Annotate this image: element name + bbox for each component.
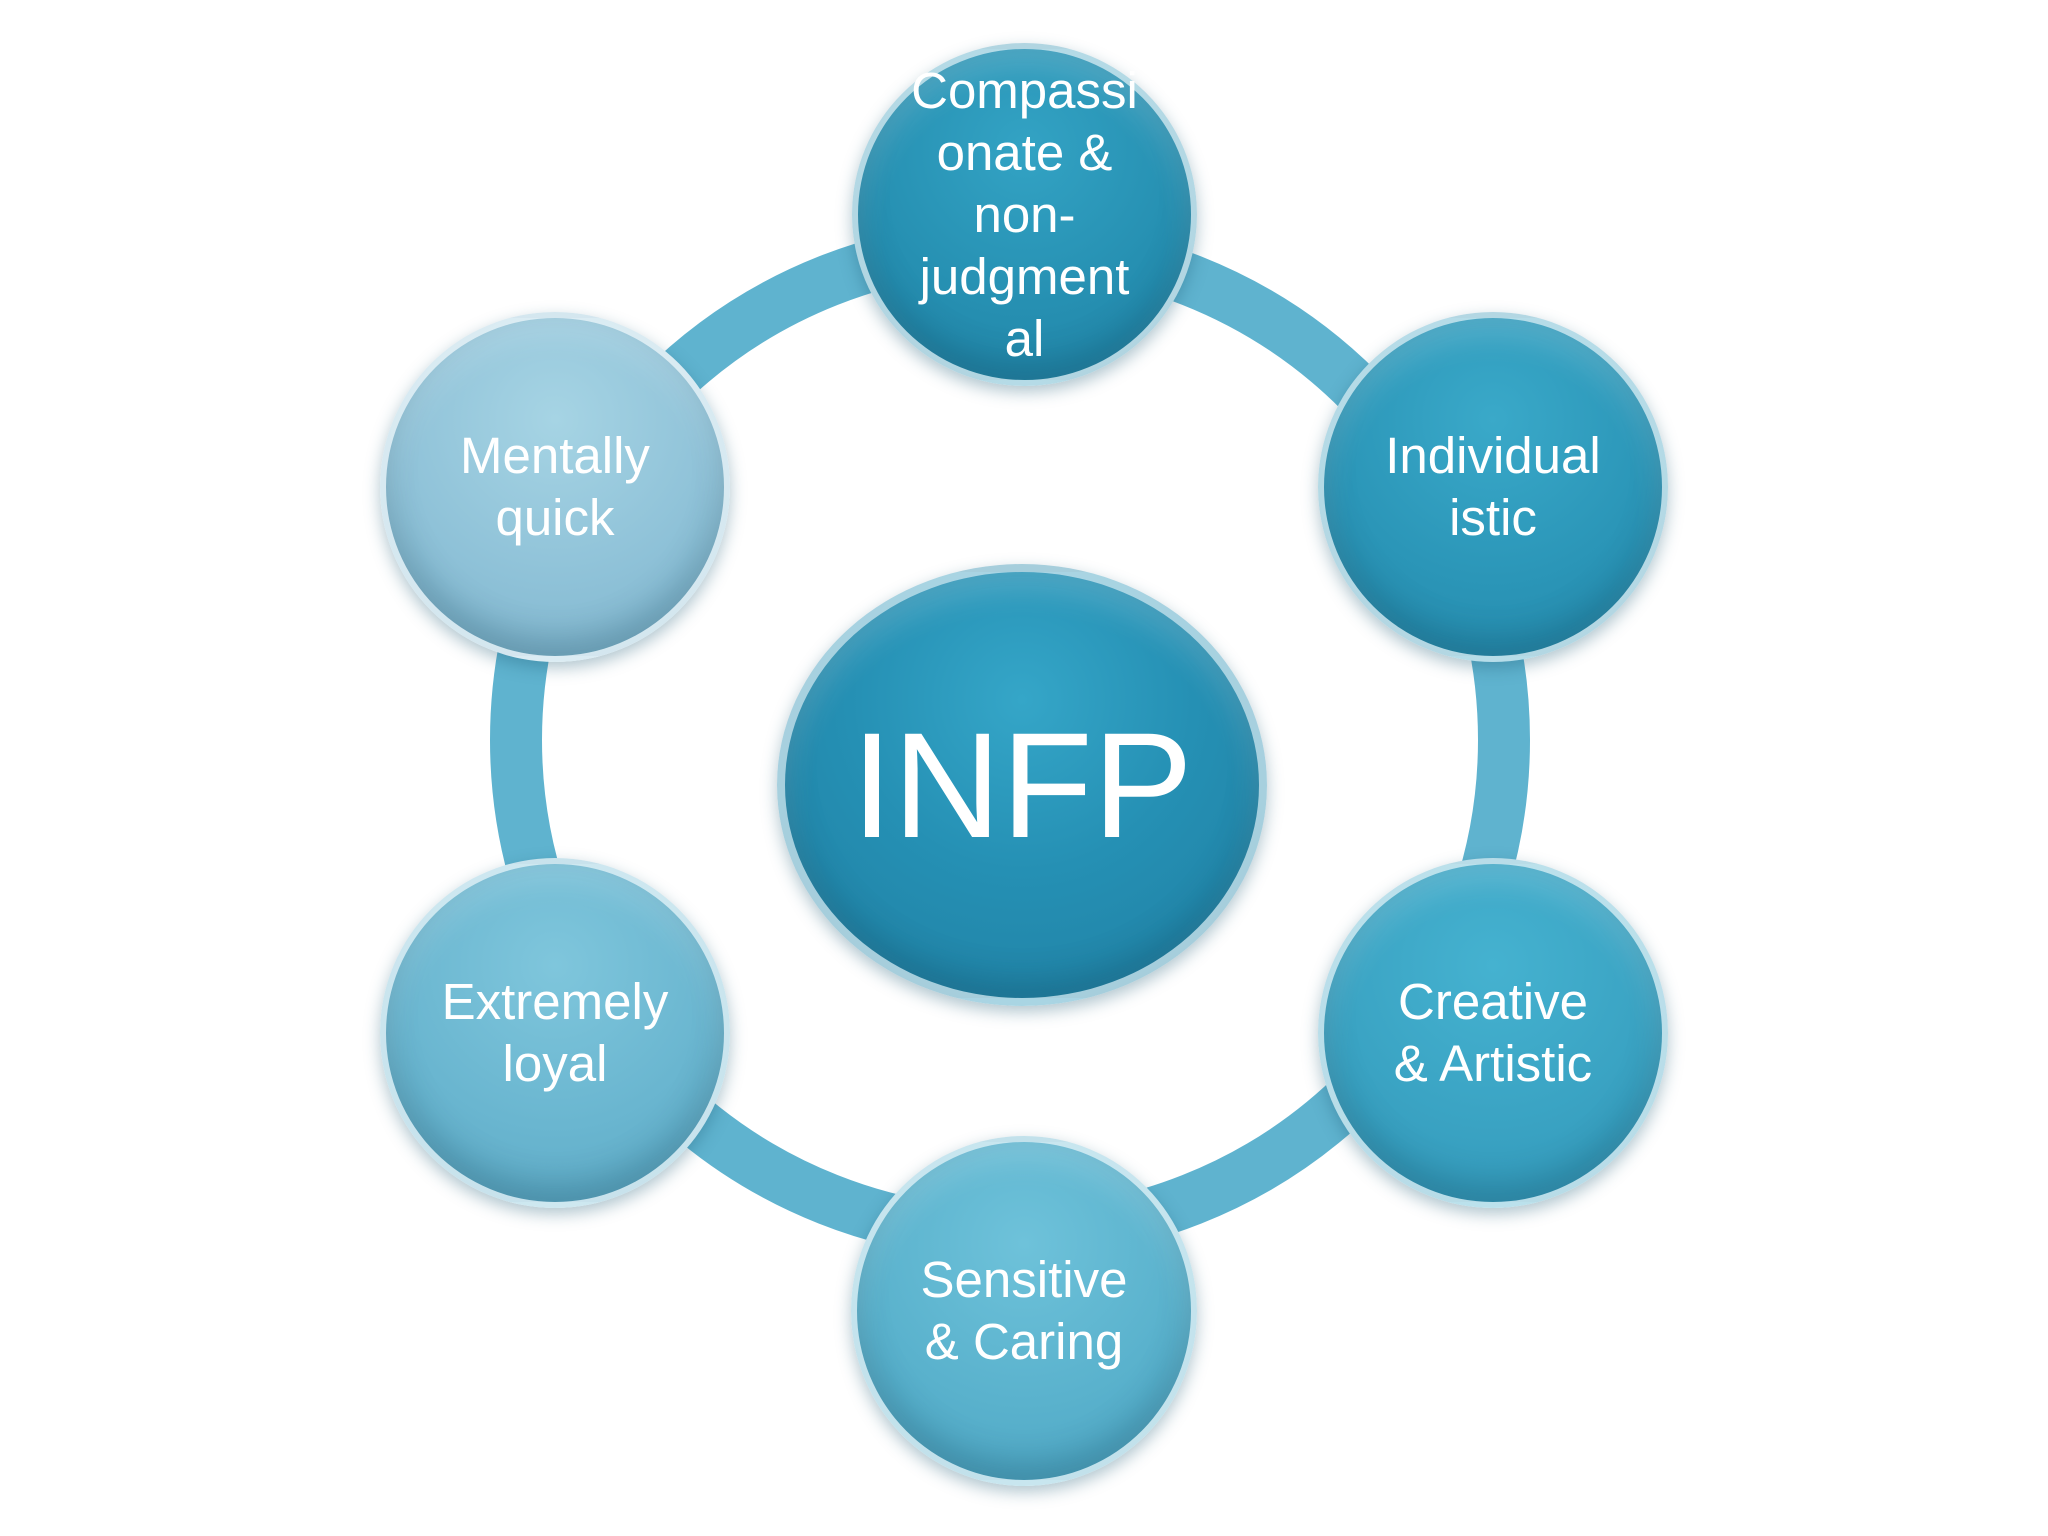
center-node-infp: INFP bbox=[777, 564, 1267, 1006]
trait-node-mentally-quick: Mentally quick bbox=[380, 312, 730, 662]
trait-node-creative: Creative & Artistic bbox=[1318, 858, 1668, 1208]
trait-label: Mentally quick bbox=[460, 427, 650, 546]
trait-label: Sensitive & Caring bbox=[920, 1251, 1128, 1370]
trait-label: Extremely loyal bbox=[441, 973, 669, 1092]
trait-node-compassionate: Compassi onate & non- judgment al bbox=[852, 43, 1197, 386]
trait-node-sensitive: Sensitive & Caring bbox=[851, 1136, 1197, 1486]
trait-label: Individual istic bbox=[1385, 427, 1601, 546]
center-label: INFP bbox=[851, 701, 1193, 869]
trait-node-individualistic: Individual istic bbox=[1318, 312, 1668, 662]
trait-label: Creative & Artistic bbox=[1393, 973, 1593, 1092]
trait-node-loyal: Extremely loyal bbox=[380, 858, 730, 1208]
trait-label: Compassi onate & non- judgment al bbox=[911, 61, 1138, 367]
